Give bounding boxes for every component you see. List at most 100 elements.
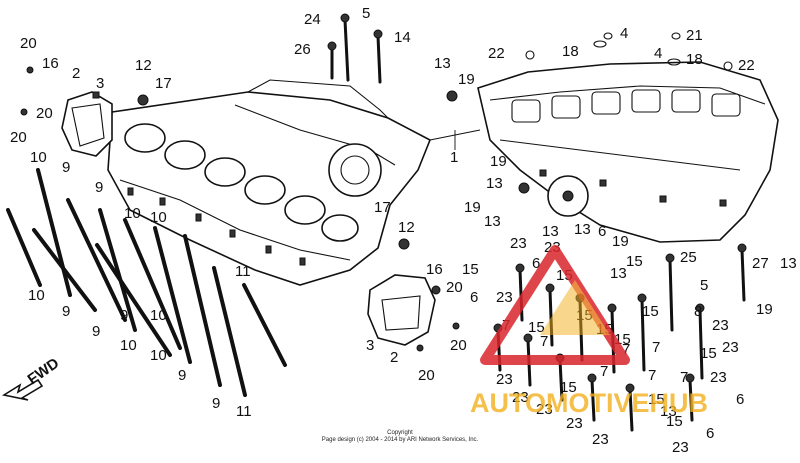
callout-9: 9 <box>95 179 103 196</box>
callout-23: 23 <box>496 371 513 388</box>
callout-26: 26 <box>294 41 311 58</box>
callout-23: 23 <box>536 401 553 418</box>
callout-15: 15 <box>528 319 545 336</box>
callout-9: 9 <box>212 395 220 412</box>
callout-9: 9 <box>62 303 70 320</box>
callout-19: 19 <box>464 199 481 216</box>
callout-20: 20 <box>450 337 467 354</box>
callout-21: 21 <box>686 27 703 44</box>
automotive-hub-watermark <box>480 245 630 365</box>
callout-6: 6 <box>736 391 744 408</box>
callout-19: 19 <box>458 71 475 88</box>
callout-13: 13 <box>660 403 677 420</box>
callout-10: 10 <box>30 149 47 166</box>
top-bolt-heads <box>327 13 383 51</box>
callout-13: 13 <box>574 221 591 238</box>
callout-9: 9 <box>62 159 70 176</box>
callout-20: 20 <box>20 35 37 52</box>
callout-17: 17 <box>374 199 391 216</box>
callout-7: 7 <box>652 339 660 356</box>
callout-2: 2 <box>72 65 80 82</box>
copyright-line-1: Copyright <box>387 430 413 436</box>
callout-5: 5 <box>700 277 708 294</box>
callout-3: 3 <box>366 337 374 354</box>
callout-8: 8 <box>694 303 702 320</box>
part-1-leader <box>429 129 481 150</box>
callout-15: 15 <box>462 261 479 278</box>
callout-13: 13 <box>780 255 797 272</box>
callout-13: 13 <box>542 223 559 240</box>
callout-6: 6 <box>470 289 478 306</box>
upper-crankcase <box>107 79 432 286</box>
left-side-cover <box>61 91 113 157</box>
callout-9: 9 <box>120 307 128 324</box>
callout-20: 20 <box>36 105 53 122</box>
callout-10: 10 <box>150 209 167 226</box>
callout-22: 22 <box>738 57 755 74</box>
callout-13: 13 <box>610 265 627 282</box>
fwd-arrow: FWD <box>1 355 63 401</box>
callout-19: 19 <box>490 153 507 170</box>
callout-15: 15 <box>648 391 665 408</box>
callout-15: 15 <box>642 303 659 320</box>
callout-20: 20 <box>446 279 463 296</box>
callout-12: 12 <box>398 219 415 236</box>
fwd-label: FWD <box>25 355 63 389</box>
callout-9: 9 <box>178 367 186 384</box>
callout-23: 23 <box>722 339 739 356</box>
small-hardware <box>20 66 530 352</box>
callout-23: 23 <box>672 439 689 456</box>
callout-15: 15 <box>700 345 717 362</box>
callout-13: 13 <box>486 175 503 192</box>
callout-23: 23 <box>510 235 527 252</box>
callout-9: 9 <box>92 323 100 340</box>
callout-11: 11 <box>235 263 251 280</box>
top-bolts <box>330 18 382 84</box>
callout-11: 11 <box>236 403 252 420</box>
callout-3: 3 <box>96 75 104 92</box>
callout-7: 7 <box>648 367 656 384</box>
callout-7: 7 <box>622 341 630 358</box>
callout-23: 23 <box>710 369 727 386</box>
callout-19: 19 <box>612 233 629 250</box>
lower-crankcase <box>477 61 779 243</box>
callout-2: 2 <box>390 349 398 366</box>
callout-7: 7 <box>600 363 608 380</box>
callout-6: 6 <box>532 255 540 272</box>
callout-19: 19 <box>756 301 773 318</box>
callout-15: 15 <box>560 379 577 396</box>
callout-7: 7 <box>540 333 548 350</box>
callout-14: 14 <box>394 29 411 46</box>
callout-4: 4 <box>620 25 628 42</box>
callout-23: 23 <box>566 415 583 432</box>
washers <box>525 32 733 71</box>
callout-23: 23 <box>712 317 729 334</box>
callout-6: 6 <box>598 223 606 240</box>
callout-18: 18 <box>686 51 703 68</box>
callout-4: 4 <box>654 45 662 62</box>
callout-15: 15 <box>626 253 643 270</box>
callout-20: 20 <box>418 367 435 384</box>
callout-16: 16 <box>42 55 59 72</box>
callout-20: 20 <box>10 129 27 146</box>
copyright-line-2: Page design (c) 2004 - 2014 by ARI Netwo… <box>321 437 479 443</box>
callout-10: 10 <box>150 307 167 324</box>
callout-5: 5 <box>362 5 370 22</box>
callout-7: 7 <box>680 369 688 386</box>
callout-16: 16 <box>426 261 443 278</box>
right-side-cover <box>367 274 436 346</box>
callout-15: 15 <box>666 413 683 430</box>
callout-1: 1 <box>450 149 458 166</box>
callout-13: 13 <box>484 213 501 230</box>
callout-23: 23 <box>496 289 513 306</box>
callout-12: 12 <box>135 57 152 74</box>
long-studs <box>6 168 287 397</box>
watermark-text: AUTOMOTIVEHUB <box>470 388 708 418</box>
callout-10: 10 <box>150 347 167 364</box>
callout-25: 25 <box>680 249 697 266</box>
callout-24: 24 <box>304 11 321 28</box>
callout-10: 10 <box>120 337 137 354</box>
callout-23: 23 <box>512 389 529 406</box>
